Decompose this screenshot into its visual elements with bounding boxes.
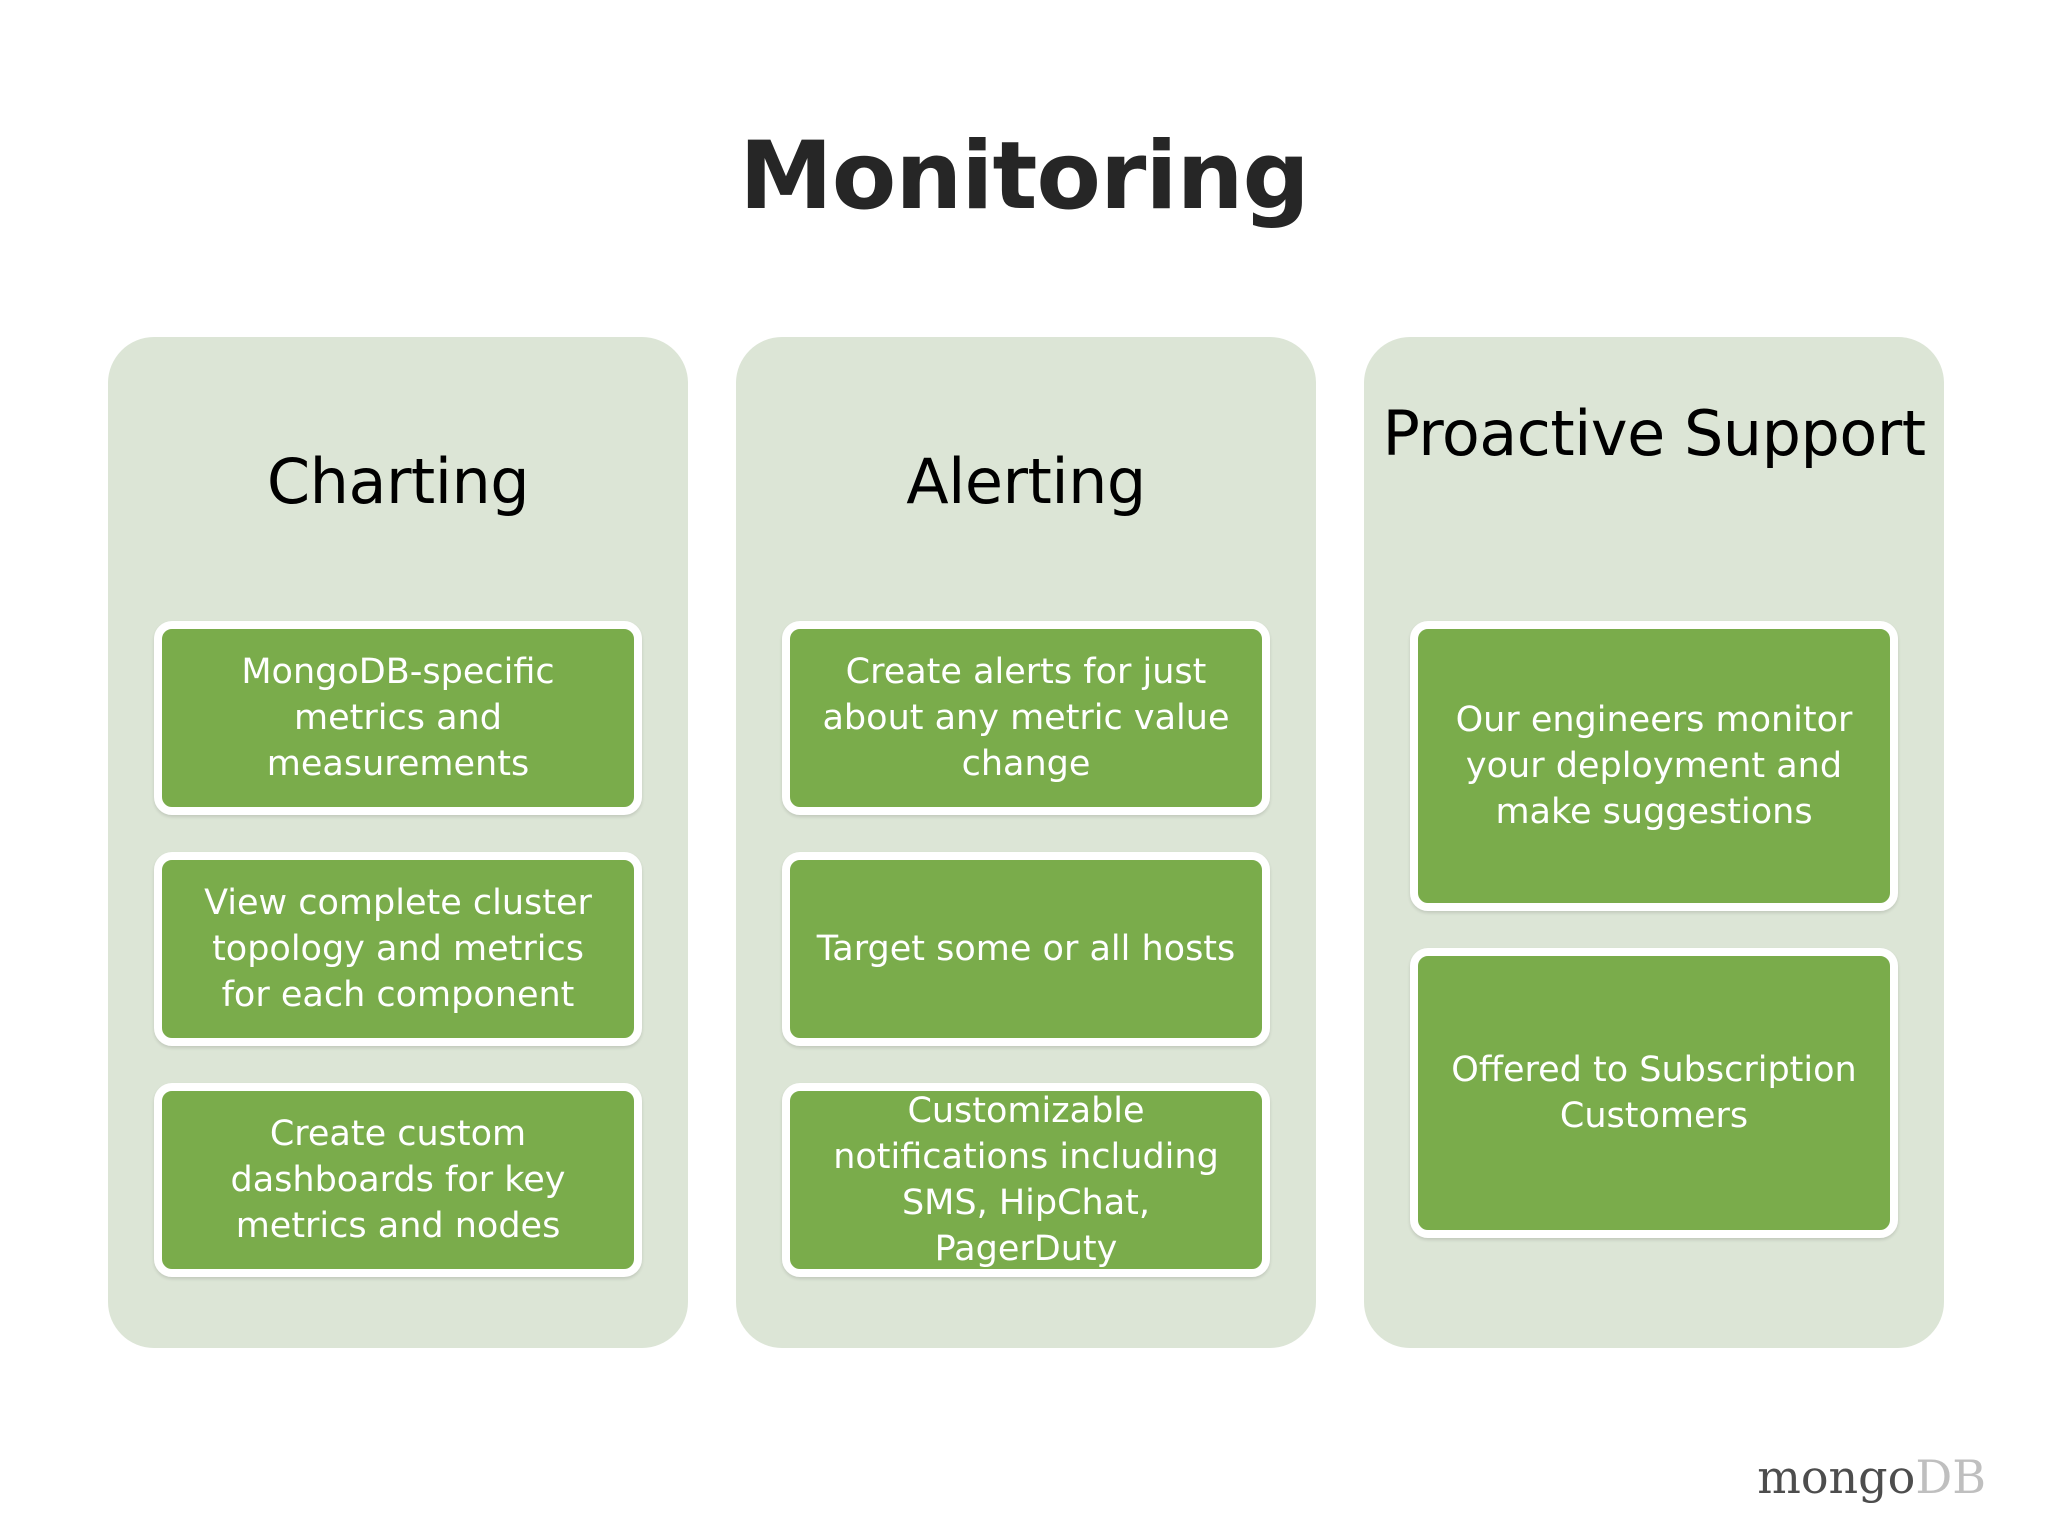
panel-charting-heading: Charting: [266, 445, 530, 518]
card-item[interactable]: Create custom dashboards for key metrics…: [154, 1083, 642, 1277]
panel-alerting-heading: Alerting: [906, 445, 1146, 518]
mongodb-logo: mongoDB: [1757, 1454, 1986, 1500]
mongodb-logo-primary: mongo: [1757, 1450, 1916, 1504]
panel-proactive-support: Proactive Support Our engineers monitor …: [1364, 337, 1944, 1348]
mongodb-logo-secondary: DB: [1915, 1450, 1986, 1504]
card-item[interactable]: Our engineers monitor your deployment an…: [1410, 621, 1898, 911]
panel-columns: Charting MongoDB-specific metrics and me…: [108, 337, 1944, 1348]
page-title: Monitoring: [739, 122, 1310, 231]
card-item[interactable]: MongoDB-specific metrics and measurement…: [154, 621, 642, 815]
panel-proactive-support-heading: Proactive Support: [1382, 397, 1926, 470]
panel-proactive-support-cards: Our engineers monitor your deployment an…: [1364, 621, 1944, 1238]
card-item[interactable]: Target some or all hosts: [782, 852, 1270, 1046]
panel-alerting-cards: Create alerts for just about any metric …: [736, 621, 1316, 1277]
panel-charting-cards: MongoDB-specific metrics and measurement…: [108, 621, 688, 1277]
card-item[interactable]: Create alerts for just about any metric …: [782, 621, 1270, 815]
panel-alerting: Alerting Create alerts for just about an…: [736, 337, 1316, 1348]
card-item[interactable]: Customizable notifications including SMS…: [782, 1083, 1270, 1277]
panel-charting: Charting MongoDB-specific metrics and me…: [108, 337, 688, 1348]
card-item[interactable]: Offered to Subscription Customers: [1410, 948, 1898, 1238]
card-item[interactable]: View complete cluster topology and metri…: [154, 852, 642, 1046]
